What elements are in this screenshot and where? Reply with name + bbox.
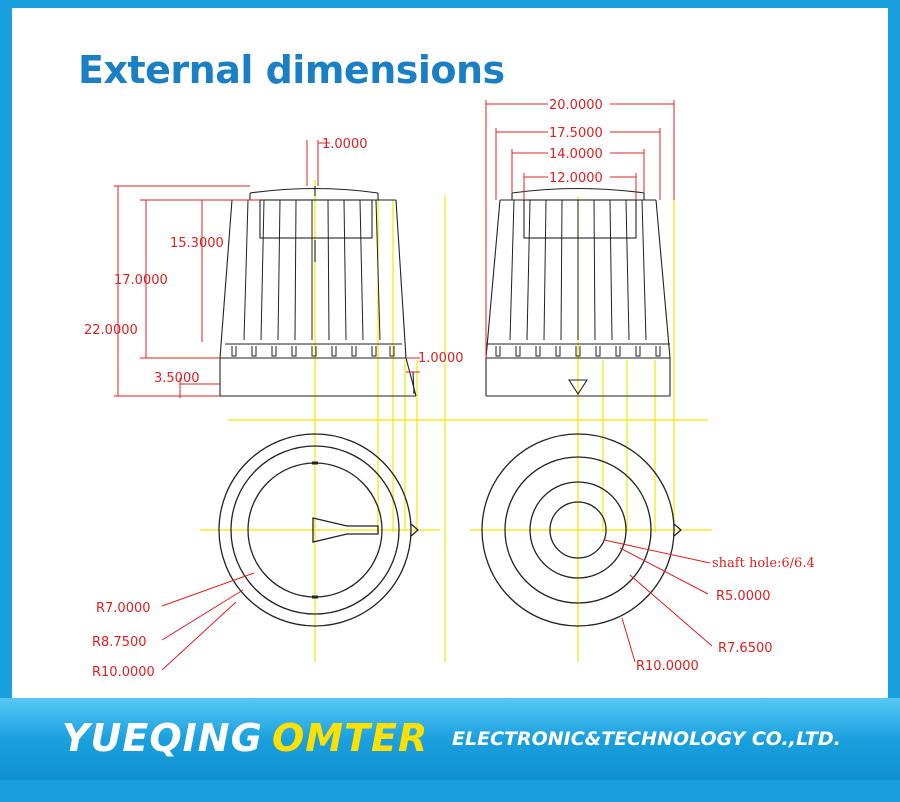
dim-width-12: 12.0000 (549, 171, 603, 186)
side-view-ribs (243, 199, 381, 341)
dim-pointer: 1.0000 (418, 351, 464, 366)
footer-strip (0, 780, 900, 790)
drawing-panel (12, 8, 888, 698)
right-top-view (481, 433, 682, 627)
dim-width-20: 20.0000 (549, 98, 603, 113)
centerlines (200, 180, 712, 662)
side-view-dimension-lines (114, 140, 420, 398)
brand-omter: OMTER (272, 716, 429, 760)
left-radius-leaders (161, 572, 255, 671)
brand-yueqing: YUEQING (62, 716, 263, 760)
side-view-rib-slots (225, 343, 402, 357)
front-view-rib-slots (495, 346, 661, 357)
side-view-knob (219, 186, 417, 397)
left-radius-10: R10.0000 (92, 665, 155, 680)
footer-banner (0, 698, 900, 790)
right-radius-leaders (603, 539, 713, 663)
dim-width-14: 14.0000 (549, 147, 603, 162)
shaft-hole-note: shaft hole:6/6.4 (712, 556, 815, 571)
page-title: External dimensions (78, 48, 505, 92)
right-radius-5: R5.0000 (716, 589, 771, 604)
left-radius-7: R7.0000 (96, 601, 151, 616)
right-radius-7-65: R7.6500 (718, 641, 773, 656)
right-radius-10: R10.0000 (636, 659, 699, 674)
dim-skirt: 3.5000 (154, 371, 200, 386)
front-view-ribs (509, 199, 647, 341)
dim-width-17-5: 17.5000 (549, 126, 603, 141)
dim-height-22: 22.0000 (84, 323, 138, 338)
dimension-drawing: 1.0000 15.3000 17.0000 22.0000 3.5000 1.… (84, 96, 815, 680)
dim-height-17: 17.0000 (114, 273, 168, 288)
brand-company: ELECTRONIC&TECHNOLOGY CO.,LTD. (452, 728, 841, 750)
left-top-view (218, 433, 419, 627)
dim-height-15: 15.3000 (170, 236, 224, 251)
dim-top-width: 1.0000 (322, 137, 368, 152)
left-radius-8-75: R8.7500 (92, 635, 147, 650)
